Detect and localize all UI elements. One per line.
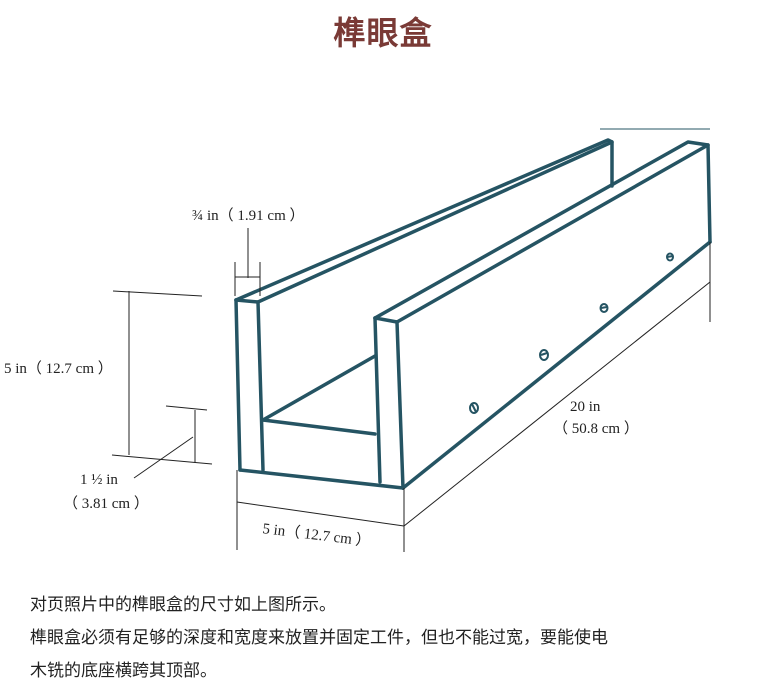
base-label-line1: 1 ½ in <box>80 472 118 488</box>
page-title: 榫眼盒 <box>333 14 433 52</box>
thickness-label: ¾ in（ 1.91 cm ） <box>192 207 305 224</box>
screw-icon <box>539 349 549 361</box>
caption-line-1: 对页照片中的榫眼盒的尺寸如上图所示。 <box>30 595 336 615</box>
caption-line-2: 榫眼盒必须有足够的深度和宽度来放置并固定工件，但也不能过宽，要能使电 <box>30 628 608 648</box>
box-outline <box>234 138 712 490</box>
caption-line-3: 木铣的底座横跨其顶部。 <box>30 661 217 681</box>
screw-icon <box>469 402 479 414</box>
base-label-line2: （ 3.81 cm ） <box>63 495 149 512</box>
screw-icon <box>599 303 609 313</box>
height-label: 5 in（ 12.7 cm ） <box>4 360 113 377</box>
width-label: 5 in（ 12.7 cm ） <box>262 520 372 550</box>
dimension-lines <box>111 228 711 552</box>
length-label-line1: 20 in <box>570 399 601 415</box>
length-label-line2: （ 50.8 cm ） <box>553 420 639 437</box>
screw-icons <box>469 252 674 414</box>
mortise-box-diagram: ¾ in（ 1.91 cm ） 5 in（ 12.7 cm ） 1 ½ in （… <box>4 128 712 552</box>
